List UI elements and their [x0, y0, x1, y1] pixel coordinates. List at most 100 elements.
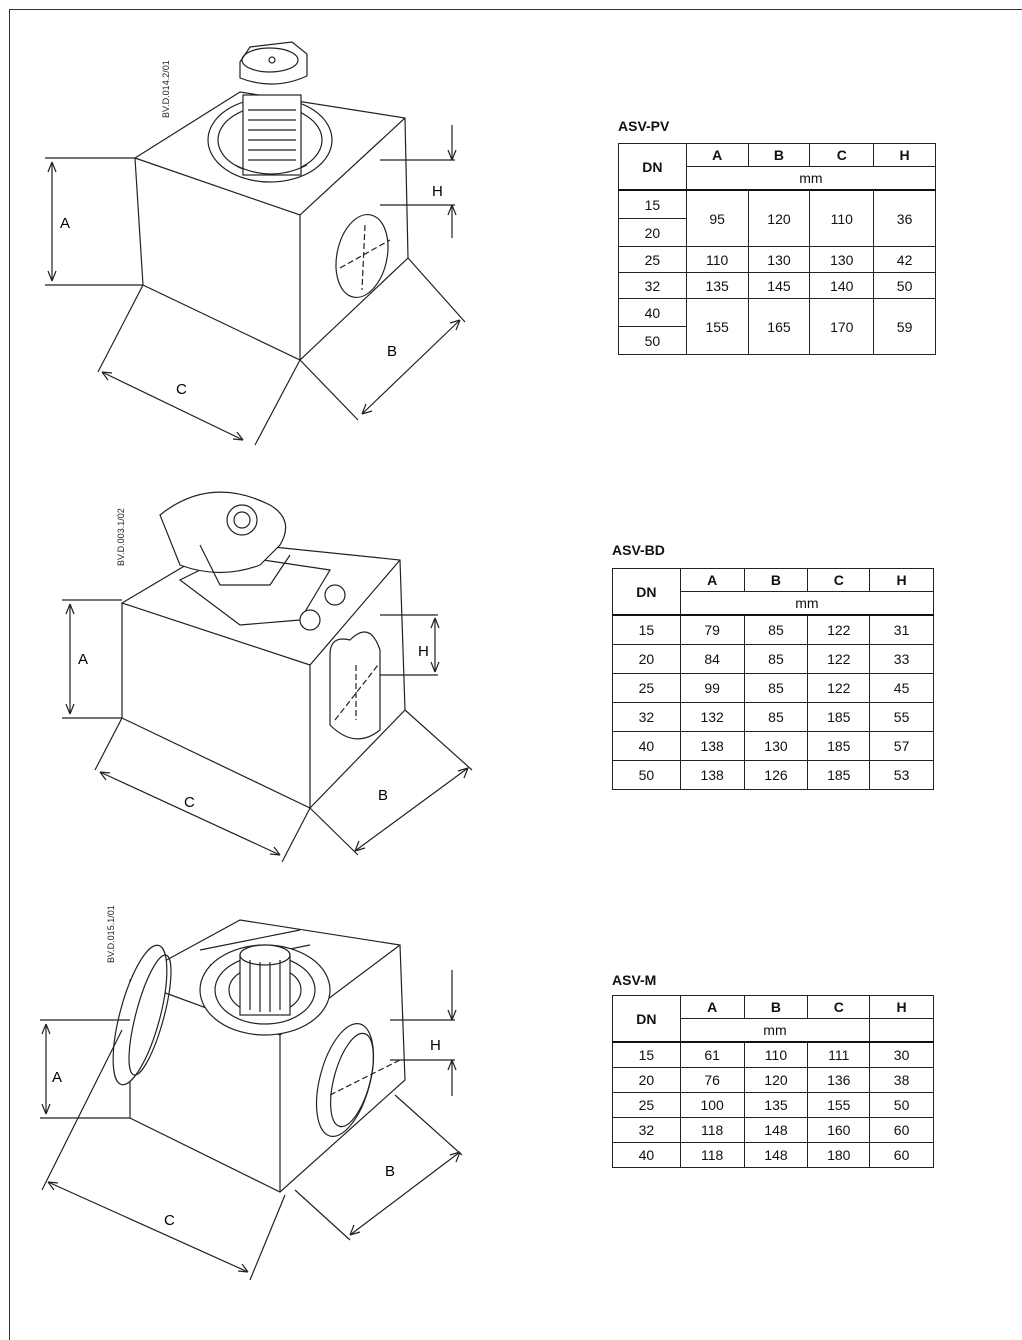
table-row: 15 61 110 111 30: [612, 1041, 934, 1068]
cell-dn: 25: [612, 673, 681, 703]
cell-a: 155: [685, 298, 749, 355]
cell-c: 170: [809, 298, 875, 355]
cell-h: 42: [873, 246, 936, 273]
cell-h: 55: [869, 702, 934, 732]
cell-dn: 32: [612, 702, 681, 732]
header-dn: DN: [612, 568, 681, 616]
cell-h: 60: [869, 1142, 934, 1168]
dim-label-h: H: [432, 183, 443, 200]
header-b: B: [747, 143, 811, 167]
cell-dn: 40: [612, 731, 681, 761]
table-title: ASV-M: [612, 972, 657, 988]
cell-dn: 15: [612, 614, 681, 645]
header-h: H: [873, 143, 936, 167]
header-a: A: [685, 143, 749, 167]
cell-b: 130: [743, 731, 809, 761]
table-row: 32 132 85 185 55: [612, 702, 934, 732]
cell-c: 130: [809, 246, 875, 273]
cell-c: 110: [809, 189, 875, 247]
dim-label-h: H: [418, 643, 429, 660]
cell-c: 185: [807, 702, 871, 732]
cell-dn: 25: [612, 1092, 681, 1118]
cell-dn: 20: [612, 1067, 681, 1093]
cell-b: 120: [743, 1067, 809, 1093]
header-b: B: [743, 568, 809, 592]
asv-bd-drawing: A H C B: [62, 491, 473, 863]
table-row: 20 84 85 122 33: [612, 644, 934, 674]
header-unit: mm: [679, 1018, 871, 1043]
header-unit-blank: [869, 1018, 934, 1043]
cell-b: 85: [743, 614, 809, 645]
header-b: B: [743, 995, 809, 1019]
cell-a: 95: [685, 189, 749, 247]
cell-c: 111: [807, 1041, 871, 1068]
cell-b: 130: [747, 246, 811, 273]
header-a: A: [679, 568, 745, 592]
cell-a: 100: [679, 1092, 745, 1118]
table-row: 15 79 85 122 31: [612, 614, 934, 645]
header-dn: DN: [618, 143, 687, 191]
cell-dn: 50: [618, 326, 687, 355]
cell-c: 155: [807, 1092, 871, 1118]
table-row: 25 99 85 122 45: [612, 673, 934, 703]
header-h: H: [869, 568, 934, 592]
asv-m-drawing: A H C B: [40, 919, 463, 1281]
cell-a: 79: [679, 614, 745, 645]
cell-h: 36: [873, 189, 936, 247]
cell-b: 120: [747, 189, 811, 247]
cell-c: 160: [807, 1117, 871, 1143]
cell-b: 135: [743, 1092, 809, 1118]
cell-b: 85: [743, 644, 809, 674]
cell-c: 122: [807, 673, 871, 703]
table-row: 25 100 135 155 50: [612, 1092, 934, 1118]
drawing-code: BV.D.015.1/01: [106, 905, 116, 963]
cell-h: 38: [869, 1067, 934, 1093]
cell-c: 122: [807, 644, 871, 674]
table-title: ASV-PV: [618, 118, 670, 134]
dim-label-c: C: [164, 1212, 175, 1229]
cell-b: 165: [747, 298, 811, 355]
cell-b: 126: [743, 760, 809, 790]
cell-c: 122: [807, 614, 871, 645]
cell-dn: 32: [612, 1117, 681, 1143]
dim-label-a: A: [52, 1069, 62, 1086]
cell-c: 140: [809, 272, 875, 299]
cell-dn: 25: [618, 246, 687, 273]
cell-a: 61: [679, 1041, 745, 1068]
cell-a: 118: [679, 1142, 745, 1168]
cell-dn: 50: [612, 760, 681, 790]
cell-h: 45: [869, 673, 934, 703]
cell-c: 185: [807, 731, 871, 761]
drawing-code: BV.D.003.1/02: [116, 508, 126, 566]
table-row: 20 76 120 136 38: [612, 1067, 934, 1093]
cell-h: 57: [869, 731, 934, 761]
cell-h: 30: [869, 1041, 934, 1068]
cell-dn: 32: [618, 272, 687, 299]
cell-b: 148: [743, 1142, 809, 1168]
cell-b: 85: [743, 702, 809, 732]
header-c: C: [809, 143, 875, 167]
cell-b: 110: [743, 1041, 809, 1068]
page-frame: [9, 9, 1022, 1340]
asv-bd-table: DN A B C H mm 15 79 85 122 31 20 84 85 1…: [612, 568, 935, 790]
cell-h: 33: [869, 644, 934, 674]
cell-a: 76: [679, 1067, 745, 1093]
cell-a: 110: [685, 246, 749, 273]
cell-dn: 15: [618, 189, 687, 219]
cell-dn: 20: [618, 218, 687, 247]
table-title: ASV-BD: [612, 542, 665, 558]
header-unit: mm: [685, 166, 937, 191]
cell-h: 53: [869, 760, 934, 790]
table-row: 50 138 126 185 53: [612, 760, 934, 790]
header-dn: DN: [612, 995, 681, 1043]
dim-label-b: B: [387, 343, 397, 360]
asv-pv-table: DN A B C H mm 15 95 120 110 36 20 25 110…: [618, 143, 937, 355]
cell-h: 59: [873, 298, 936, 355]
cell-b: 145: [747, 272, 811, 299]
drawing-code: BV.D.014.2/01: [161, 60, 171, 118]
dim-label-c: C: [184, 794, 195, 811]
cell-h: 50: [873, 272, 936, 299]
cell-dn: 40: [618, 298, 687, 327]
asv-pv-drawing: A H C B: [45, 41, 466, 446]
cell-c: 136: [807, 1067, 871, 1093]
